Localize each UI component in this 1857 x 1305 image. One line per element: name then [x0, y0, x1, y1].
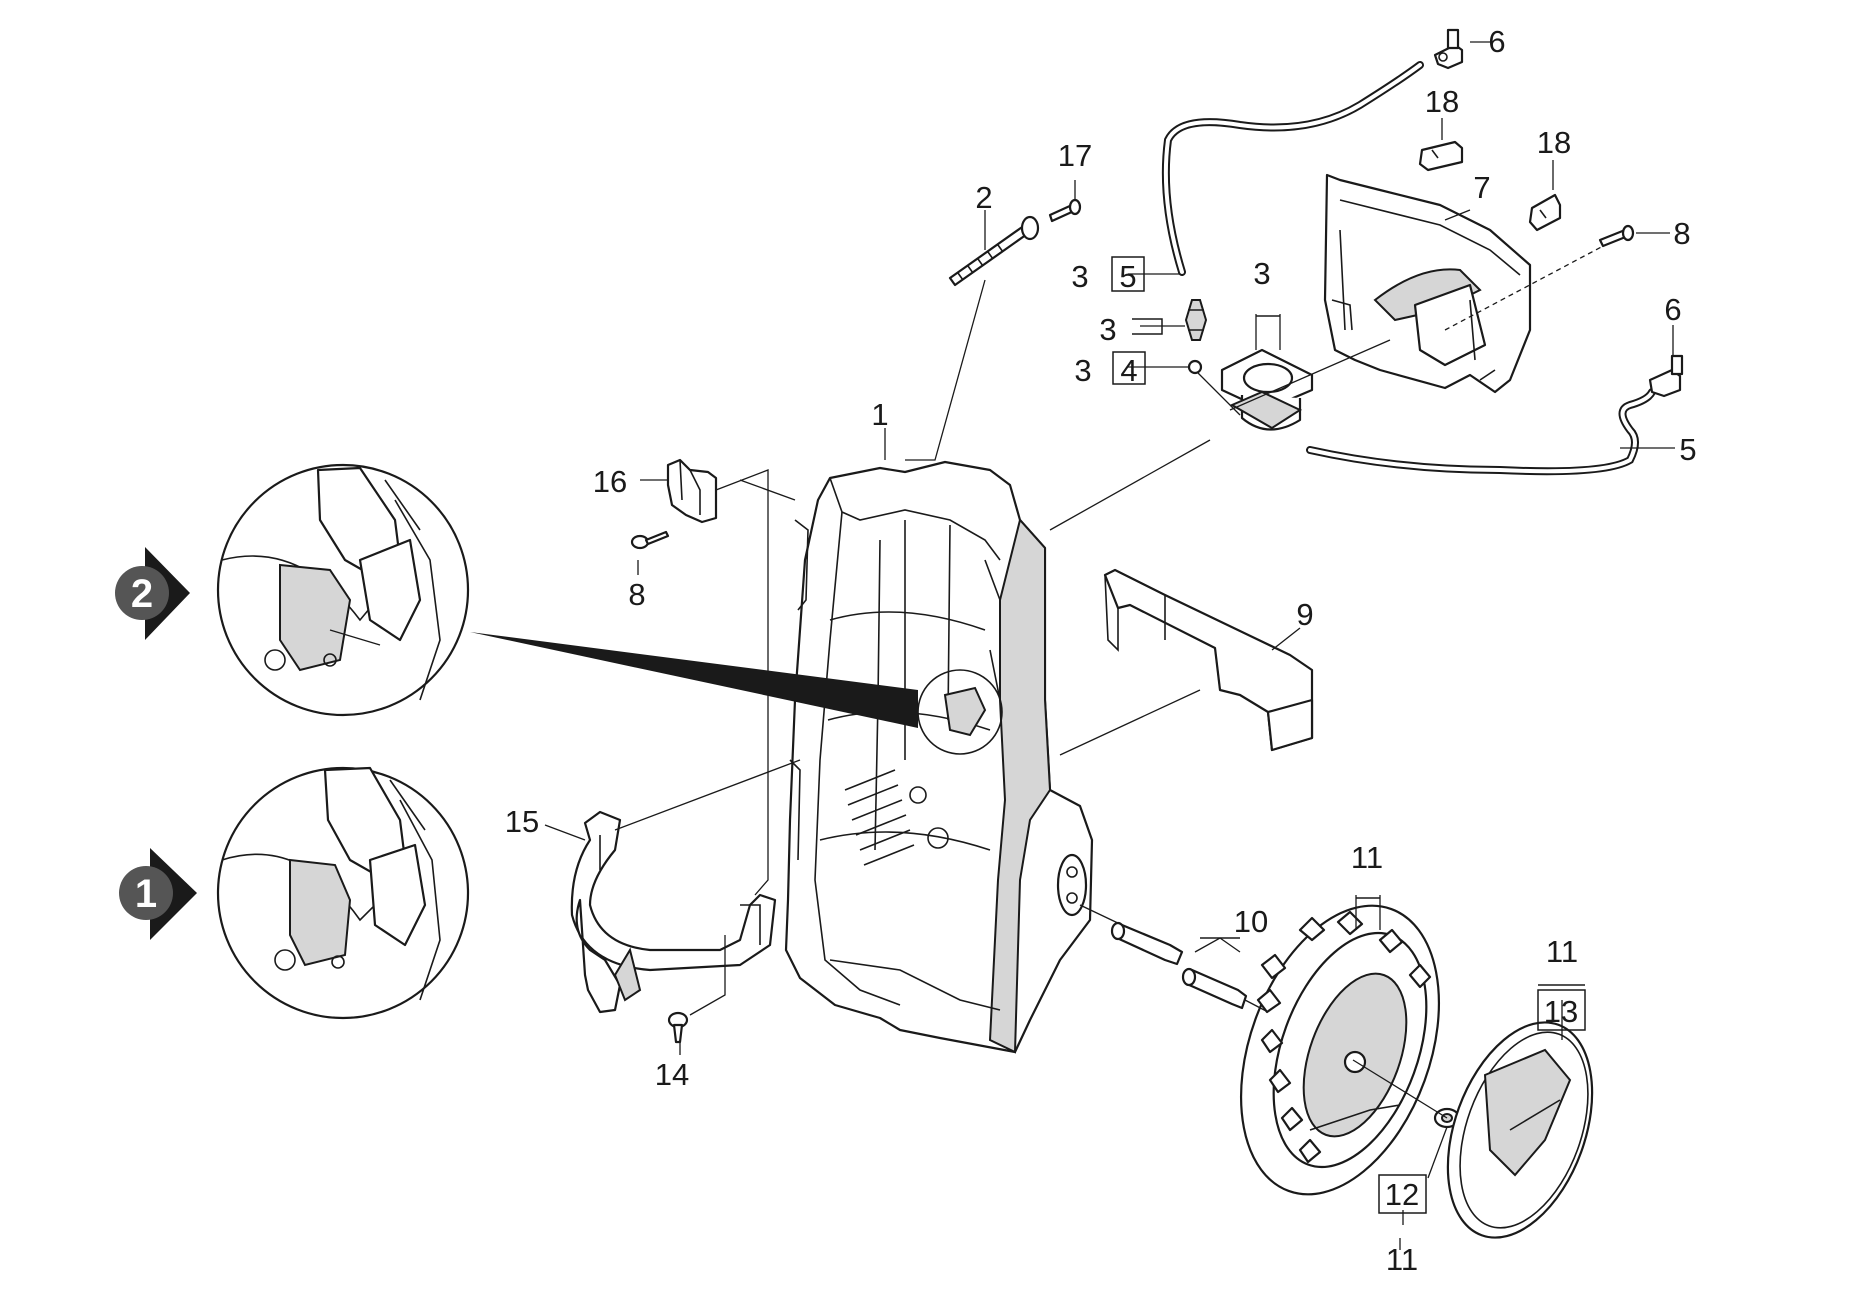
- hose-lower: [1306, 388, 1656, 476]
- callout-12: 12: [1385, 1177, 1419, 1212]
- callout-11b: 11: [1546, 934, 1578, 969]
- callout-6a: 6: [1488, 24, 1505, 59]
- hose-holder: [570, 810, 777, 1014]
- callout-3a: 3: [1071, 259, 1088, 294]
- clip-2: [1528, 193, 1562, 232]
- callout-13: 13: [1544, 994, 1578, 1029]
- callout-4: 4: [1120, 353, 1137, 388]
- callout-18a: 18: [1425, 84, 1459, 119]
- callout-labels: 1 2 17 3 5 3 3 4 3 6 18 18 7 8 6 5 16 8 …: [505, 24, 1697, 1277]
- rear-cover: [1323, 173, 1532, 394]
- detail-view-1: [216, 766, 470, 1020]
- axle: [1110, 921, 1248, 1010]
- clip: [1418, 140, 1464, 172]
- callout-3c: 3: [1074, 353, 1091, 388]
- leader-lines: [544, 41, 1675, 1250]
- callout-11c: 11: [1386, 1242, 1418, 1277]
- hose-connector-lower: [1648, 354, 1684, 398]
- pin: [1048, 198, 1082, 223]
- variant-badge-1-text: 1: [135, 872, 157, 916]
- screw: [948, 215, 1040, 287]
- hubcap: [1446, 1021, 1594, 1239]
- screw-small: [1598, 224, 1635, 248]
- hose: [1161, 61, 1424, 276]
- callout-7: 7: [1473, 170, 1490, 205]
- callout-14: 14: [655, 1057, 689, 1092]
- wheel: [1239, 904, 1441, 1196]
- o-ring: [1187, 359, 1203, 375]
- main-housing: [784, 460, 1094, 1054]
- callout-3b: 3: [1099, 312, 1116, 347]
- callout-16: 16: [593, 464, 627, 499]
- detail-marker-fill: [943, 686, 987, 737]
- callout-10: 10: [1234, 904, 1268, 939]
- callout-1: 1: [871, 397, 888, 432]
- callout-8b: 8: [628, 577, 645, 612]
- hose-connector: [1433, 28, 1464, 70]
- variant-badge-2-text: 2: [131, 572, 153, 616]
- callout-9: 9: [1296, 597, 1313, 632]
- callout-15: 15: [505, 804, 539, 839]
- nozzle-insert: [1184, 299, 1208, 341]
- clip-bracket: [666, 458, 718, 524]
- callout-17: 17: [1058, 138, 1092, 173]
- variant-badge-1: 1: [119, 848, 197, 940]
- callout-5b: 5: [1679, 432, 1696, 467]
- callout-6b: 6: [1664, 292, 1681, 327]
- screw-short: [667, 1011, 689, 1044]
- screw-small-left: [630, 530, 670, 550]
- nozzle-body: [1220, 348, 1314, 431]
- callout-3d: 3: [1253, 256, 1270, 291]
- callout-18b: 18: [1537, 125, 1571, 160]
- callout-8a: 8: [1673, 216, 1690, 251]
- callout-11a: 11: [1351, 840, 1383, 875]
- label-boxes: [1111, 256, 1586, 1214]
- variant-badge-2: 2: [115, 547, 190, 640]
- front-cover: [1103, 568, 1314, 752]
- callout-5a: 5: [1119, 259, 1136, 294]
- detail-view-2: [216, 463, 470, 717]
- detail-wedge: [470, 632, 918, 728]
- callout-2: 2: [975, 180, 992, 215]
